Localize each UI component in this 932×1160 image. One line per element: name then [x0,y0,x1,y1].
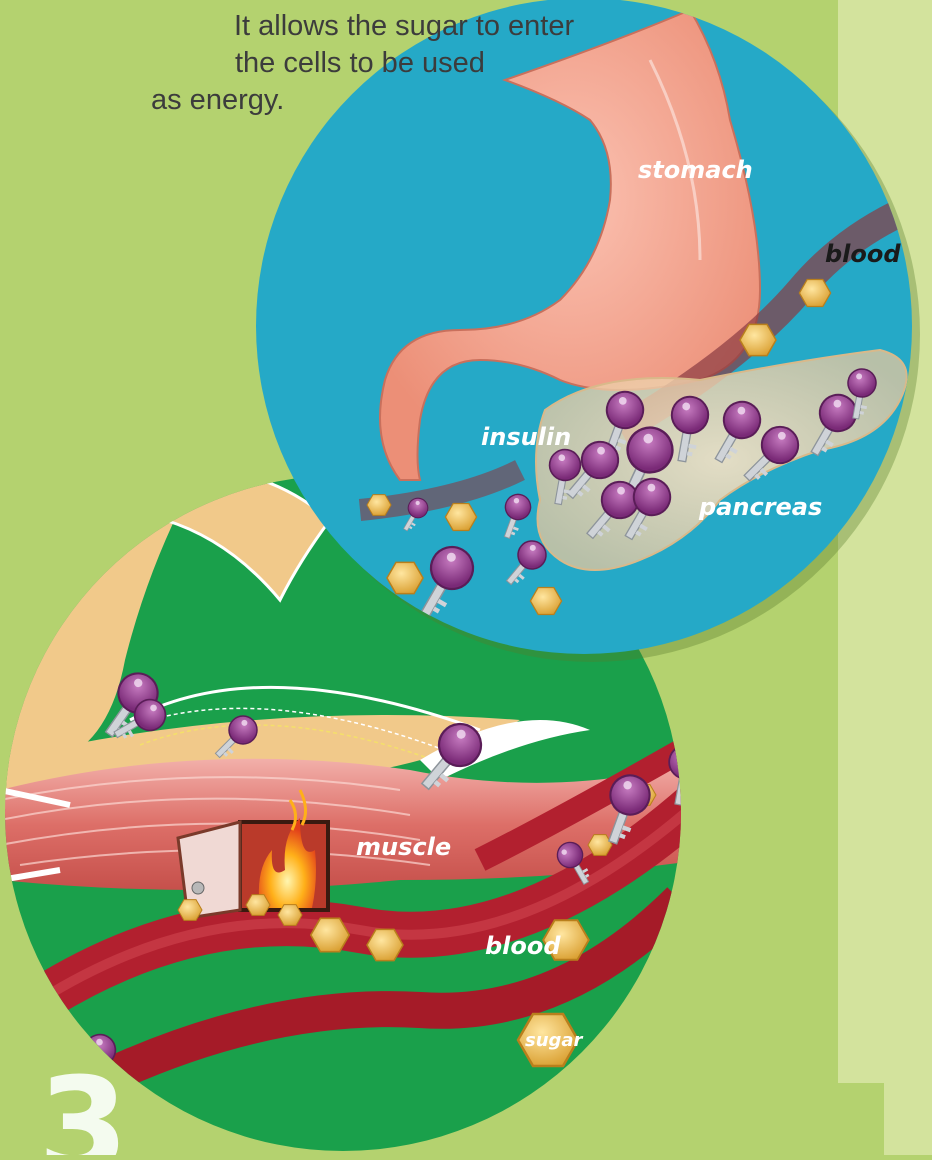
intro-line-2: the cells to be used [235,45,411,82]
blood-label-bottom: blood [485,932,561,960]
step-number: 3 [38,1049,128,1155]
intro-line-1: It allows the sugar to enter [234,8,411,45]
insulin-label: insulin [481,423,571,451]
pancreas-label: pancreas [698,493,822,521]
sugar-label: sugar [525,1030,584,1051]
stomach-label: stomach [638,156,753,184]
muscle-label: muscle [356,833,451,861]
blood-label-top: blood [825,240,901,268]
intro-text: It allows the sugar to enter the cells t… [151,8,411,119]
intro-line-3: as energy. [151,82,411,119]
